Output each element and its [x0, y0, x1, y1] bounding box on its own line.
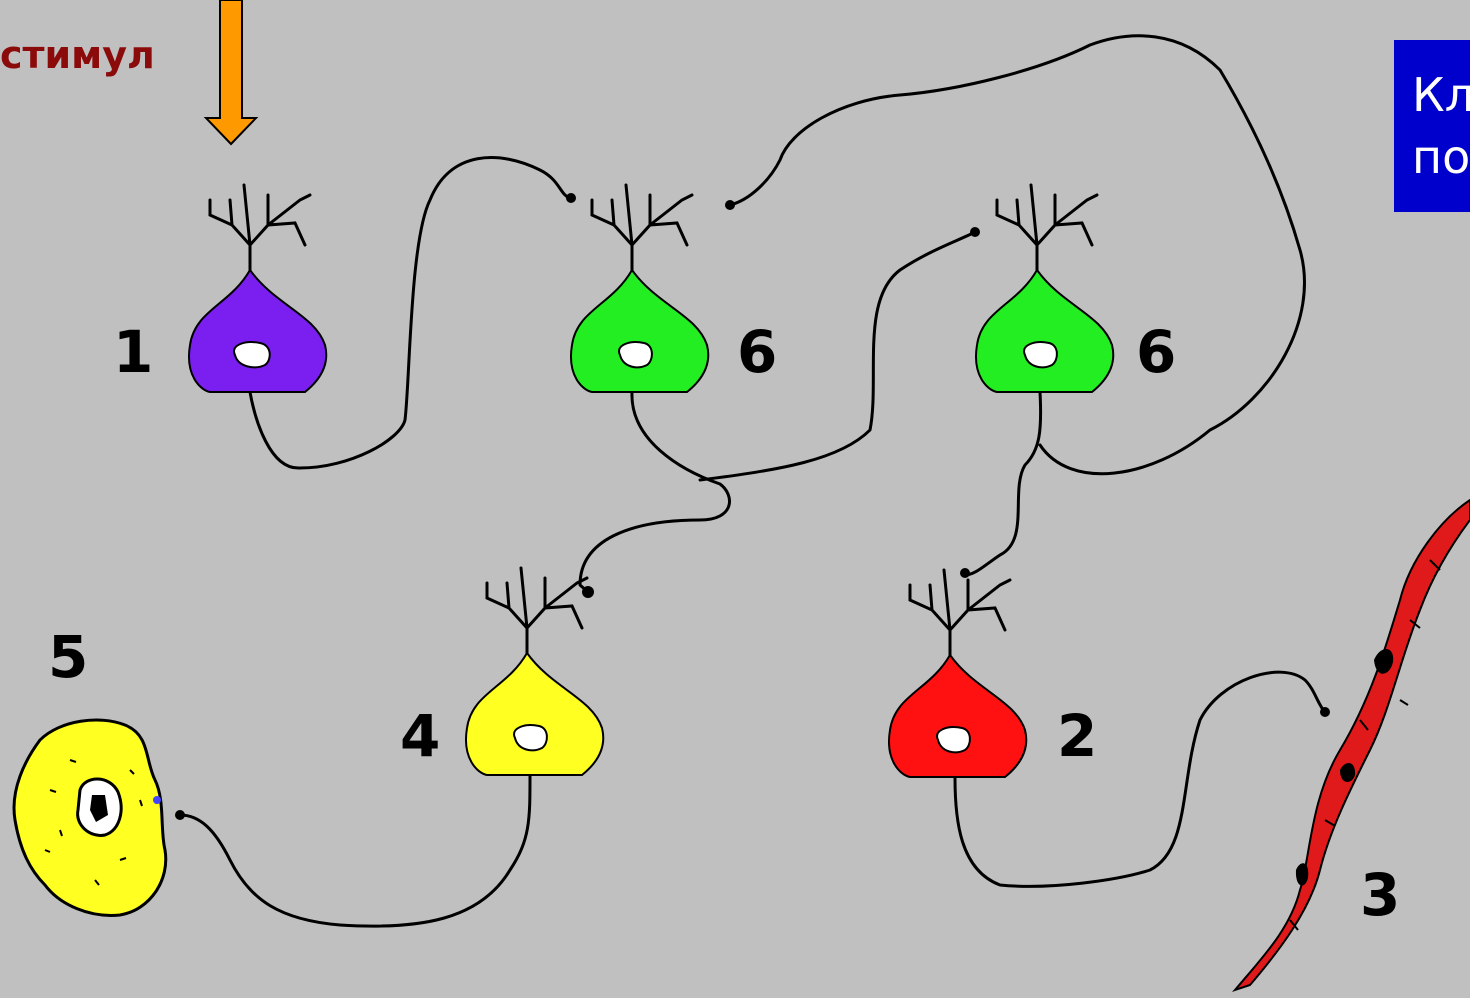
neuron-6b	[976, 185, 1113, 392]
callout-box: Кл по	[1394, 40, 1470, 212]
muscle-fiber-3	[1235, 500, 1470, 990]
synapse-terminal	[582, 586, 594, 598]
cell-5	[14, 720, 166, 915]
label-neuron-1: 1	[113, 323, 153, 381]
axon-connections	[180, 36, 1325, 926]
axon-2-to-3	[955, 672, 1325, 886]
label-cell-5: 5	[48, 628, 88, 686]
neuron-4	[466, 568, 603, 775]
label-neuron-6b: 6	[1136, 323, 1176, 381]
label-neuron-6a: 6	[737, 323, 777, 381]
axon-6b-loop-back	[730, 36, 1304, 474]
stimulus-arrow	[206, 0, 256, 144]
callout-line-1: Кл	[1412, 64, 1470, 126]
synapse-terminal	[566, 193, 576, 203]
label-neuron-4: 4	[400, 707, 440, 765]
axon-6a-to-4	[580, 392, 730, 592]
axon-6b-to-2	[965, 392, 1041, 575]
synapse-terminals	[175, 193, 1330, 820]
neuron-6a	[571, 185, 708, 392]
label-muscle-3: 3	[1360, 866, 1400, 924]
synapse-terminal	[970, 227, 980, 237]
axon-4-to-5	[180, 775, 530, 926]
label-neuron-2: 2	[1057, 707, 1097, 765]
stimulus-label: стимул	[0, 33, 155, 77]
neuron-2	[889, 570, 1026, 777]
synapse-terminal	[175, 810, 185, 820]
neuron-1	[189, 185, 326, 392]
synapse-terminal	[725, 200, 735, 210]
synapse-terminal	[1320, 707, 1330, 717]
callout-line-2: по	[1412, 126, 1470, 188]
synapse-terminal	[960, 568, 970, 578]
